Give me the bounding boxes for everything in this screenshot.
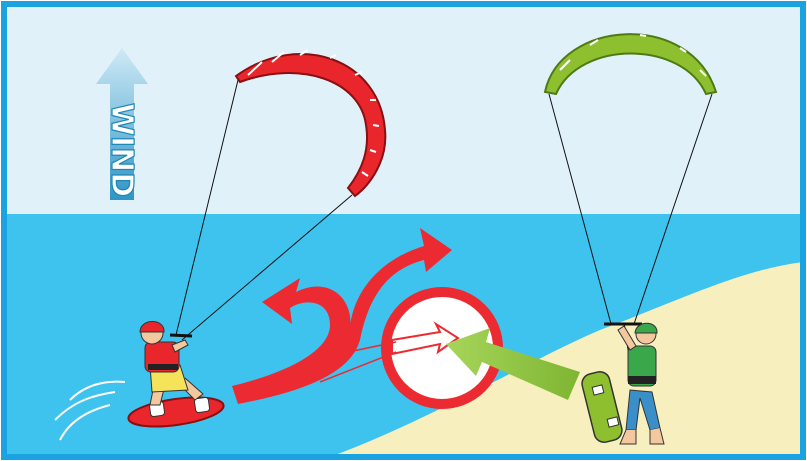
- water-splash: [54, 380, 126, 441]
- up-arrow-icon: [96, 48, 148, 200]
- red-path-arrow: [232, 228, 452, 404]
- right-kitesurfer: [581, 322, 665, 445]
- red-kite: [175, 49, 387, 341]
- wind-label: WIND: [104, 103, 139, 197]
- sky: [4, 4, 803, 216]
- wind-indicator: WIND: [96, 48, 148, 200]
- left-kitesurfer: [54, 321, 225, 441]
- green-kite: [543, 33, 718, 325]
- green-direction-arrow: [446, 328, 580, 400]
